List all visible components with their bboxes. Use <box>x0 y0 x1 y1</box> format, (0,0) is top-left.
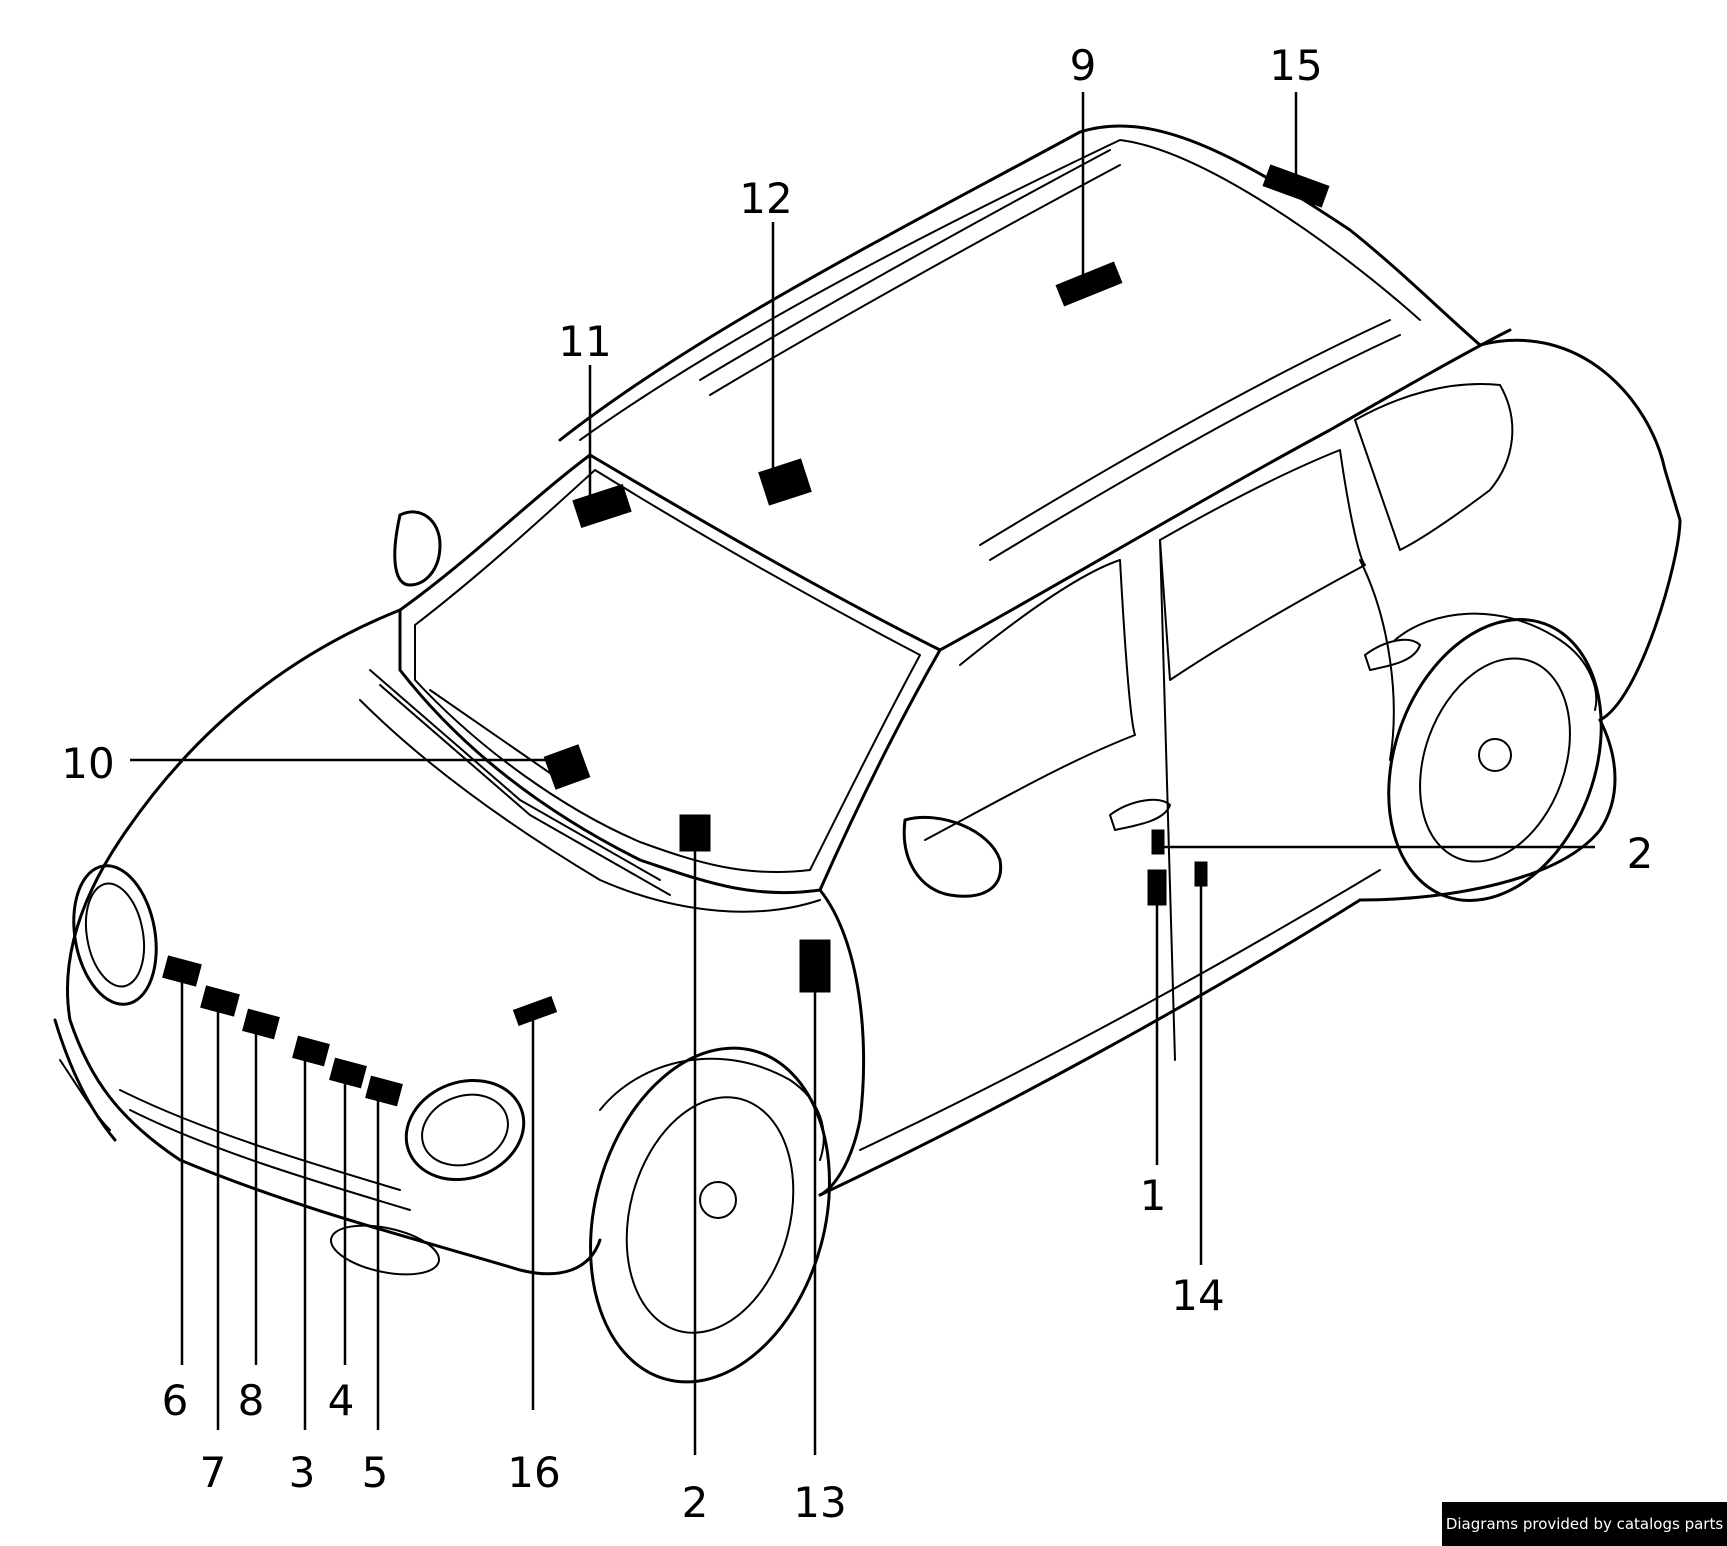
marker-15 <box>1262 164 1330 208</box>
callout-2-door: 2 <box>1627 829 1654 878</box>
marker-3 <box>292 1035 330 1067</box>
marker-5 <box>365 1075 403 1107</box>
leader-lines <box>130 92 1595 1455</box>
callout-numbers: 9 15 12 11 10 2 1 14 6 8 4 7 3 5 16 2 13 <box>61 41 1653 1527</box>
marker-10 <box>543 744 591 790</box>
callout-7: 7 <box>200 1448 227 1497</box>
callout-13: 13 <box>793 1478 846 1527</box>
callout-11: 11 <box>558 317 611 366</box>
marker-6 <box>162 955 202 987</box>
label-markers <box>162 164 1330 1107</box>
callout-4: 4 <box>328 1376 355 1425</box>
credit-badge: Diagrams provided by catalogs parts <box>1442 1502 1727 1546</box>
marker-2-windshield <box>679 814 711 852</box>
marker-4 <box>329 1057 367 1089</box>
callout-15: 15 <box>1269 41 1322 90</box>
callout-16: 16 <box>507 1448 560 1497</box>
marker-12 <box>758 458 812 506</box>
callout-8: 8 <box>238 1376 265 1425</box>
marker-9 <box>1055 261 1123 307</box>
marker-16 <box>512 996 558 1026</box>
marker-1 <box>1147 869 1167 906</box>
callout-6: 6 <box>162 1376 189 1425</box>
callout-10: 10 <box>61 739 114 788</box>
marker-11 <box>572 484 632 528</box>
callout-12: 12 <box>739 174 792 223</box>
callout-5: 5 <box>362 1448 389 1497</box>
marker-7 <box>200 985 240 1017</box>
callout-14: 14 <box>1171 1271 1224 1320</box>
marker-8 <box>242 1008 280 1040</box>
marker-13 <box>799 939 831 993</box>
callout-3: 3 <box>289 1448 316 1497</box>
callout-2-windshield: 2 <box>682 1478 709 1527</box>
marker-14 <box>1194 861 1208 887</box>
callout-1: 1 <box>1140 1171 1167 1220</box>
marker-2-door <box>1151 829 1165 855</box>
callout-9: 9 <box>1070 41 1097 90</box>
vehicle-outline <box>53 124 1682 1384</box>
